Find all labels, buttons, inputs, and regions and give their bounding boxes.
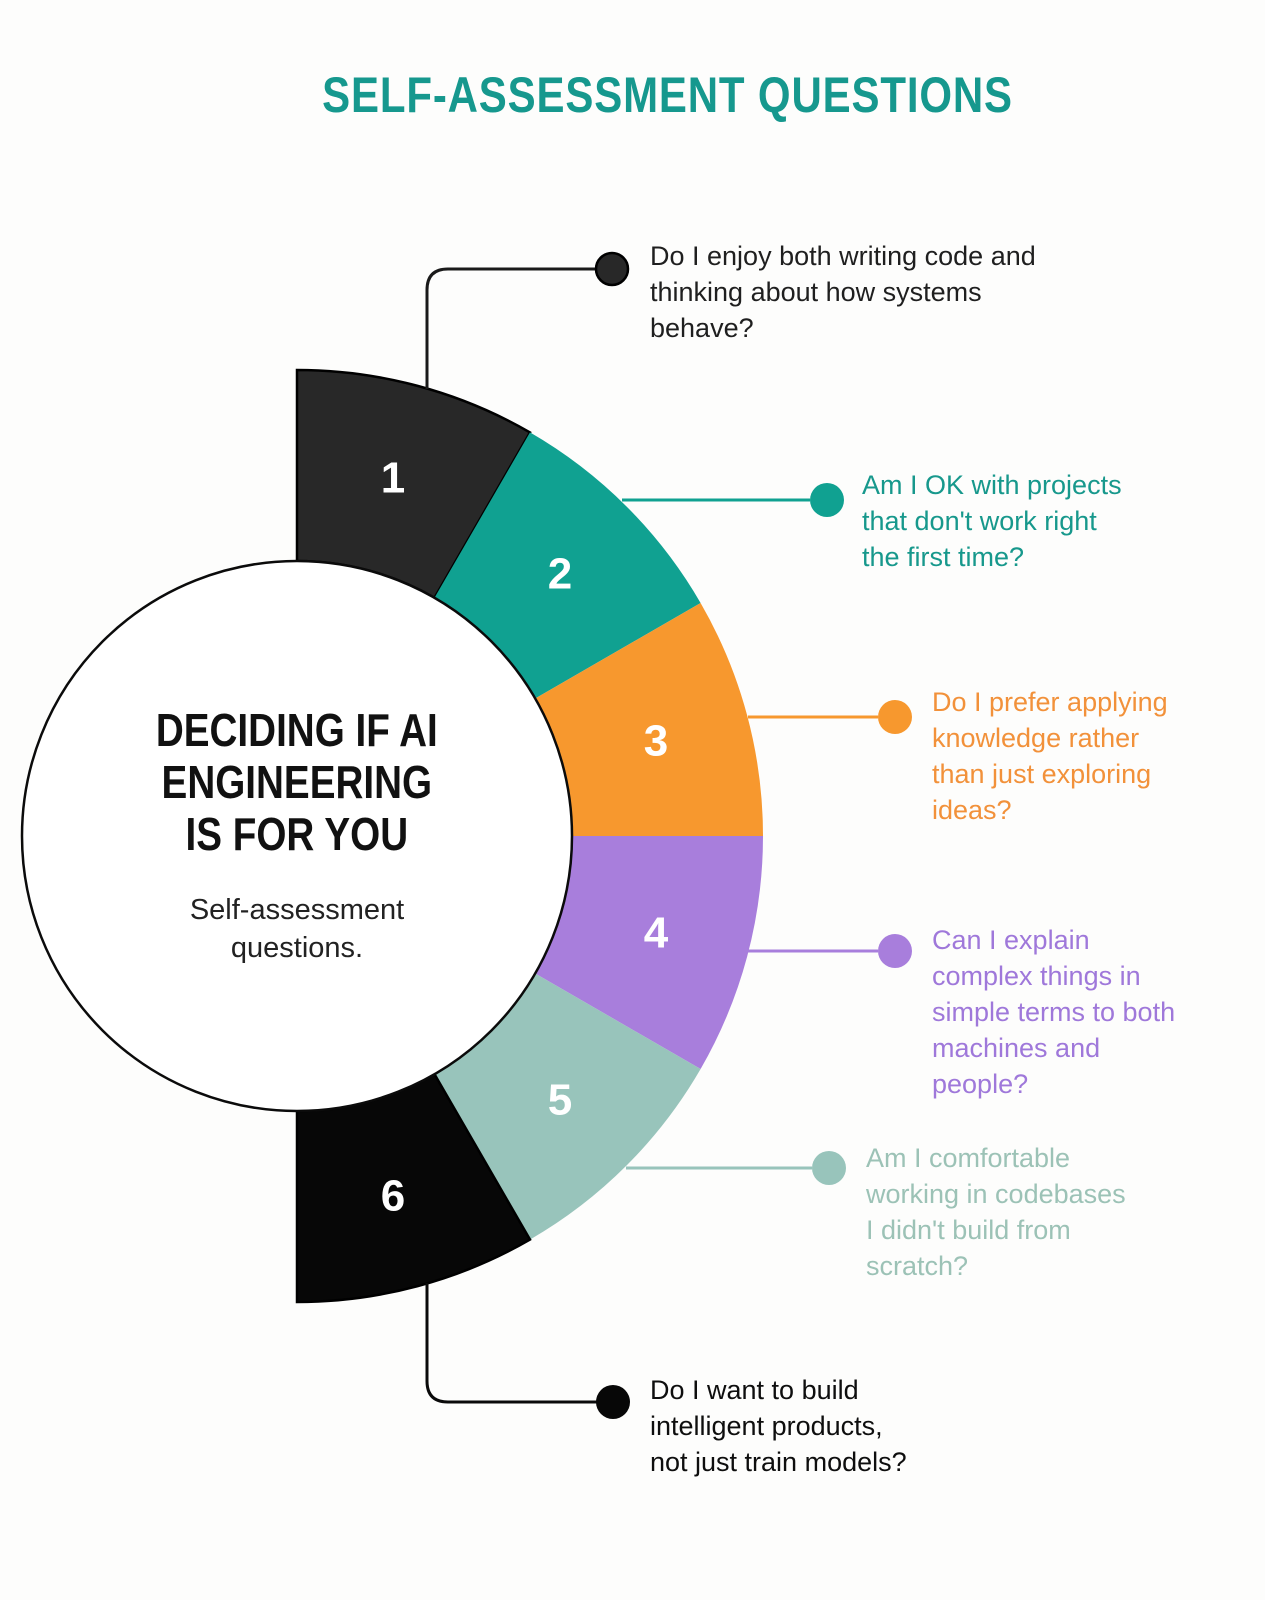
segment-5 (434, 973, 701, 1240)
leader-line-6 (425, 1283, 597, 1404)
question-3: Do I prefer applying knowledge rather th… (932, 687, 1168, 825)
question-5: Am I comfortable working in codebases I … (866, 1143, 1126, 1281)
leader-dot-6 (596, 1385, 630, 1419)
segment-3 (535, 603, 763, 836)
leader-dot-4 (878, 934, 912, 968)
segment-number-1: 1 (381, 454, 405, 503)
page-title: SELF-ASSESSMENT QUESTIONS (322, 67, 1013, 123)
segment-2 (434, 432, 701, 699)
leader-dot-5 (812, 1151, 846, 1185)
segment-number-3: 3 (644, 717, 668, 766)
question-1: Do I enjoy both writing code and thinkin… (650, 241, 1036, 343)
leader-line-1 (425, 267, 596, 389)
segment-number-4: 4 (644, 909, 669, 958)
segment-number-5: 5 (548, 1076, 572, 1125)
center-text-block: DECIDING IF AI ENGINEERING IS FOR YOU Se… (22, 561, 572, 1111)
segment-number-6: 6 (381, 1172, 405, 1221)
leader-dot-3 (878, 700, 912, 734)
center-circle (20, 559, 574, 1113)
leader-dot-2 (810, 483, 844, 517)
center-subheading: Self-assessment questions. (189, 893, 405, 964)
question-4: Can I explain complex things in simple t… (932, 925, 1176, 1099)
segment-4 (535, 836, 763, 1069)
segment-number-2: 2 (548, 550, 572, 599)
question-6: Do I want to build intelligent products,… (650, 1375, 907, 1477)
question-2: Am I OK with projects that don't work ri… (862, 470, 1122, 572)
leader-dot-1 (594, 251, 630, 287)
center-heading: DECIDING IF AI ENGINEERING IS FOR YOU (156, 703, 438, 860)
